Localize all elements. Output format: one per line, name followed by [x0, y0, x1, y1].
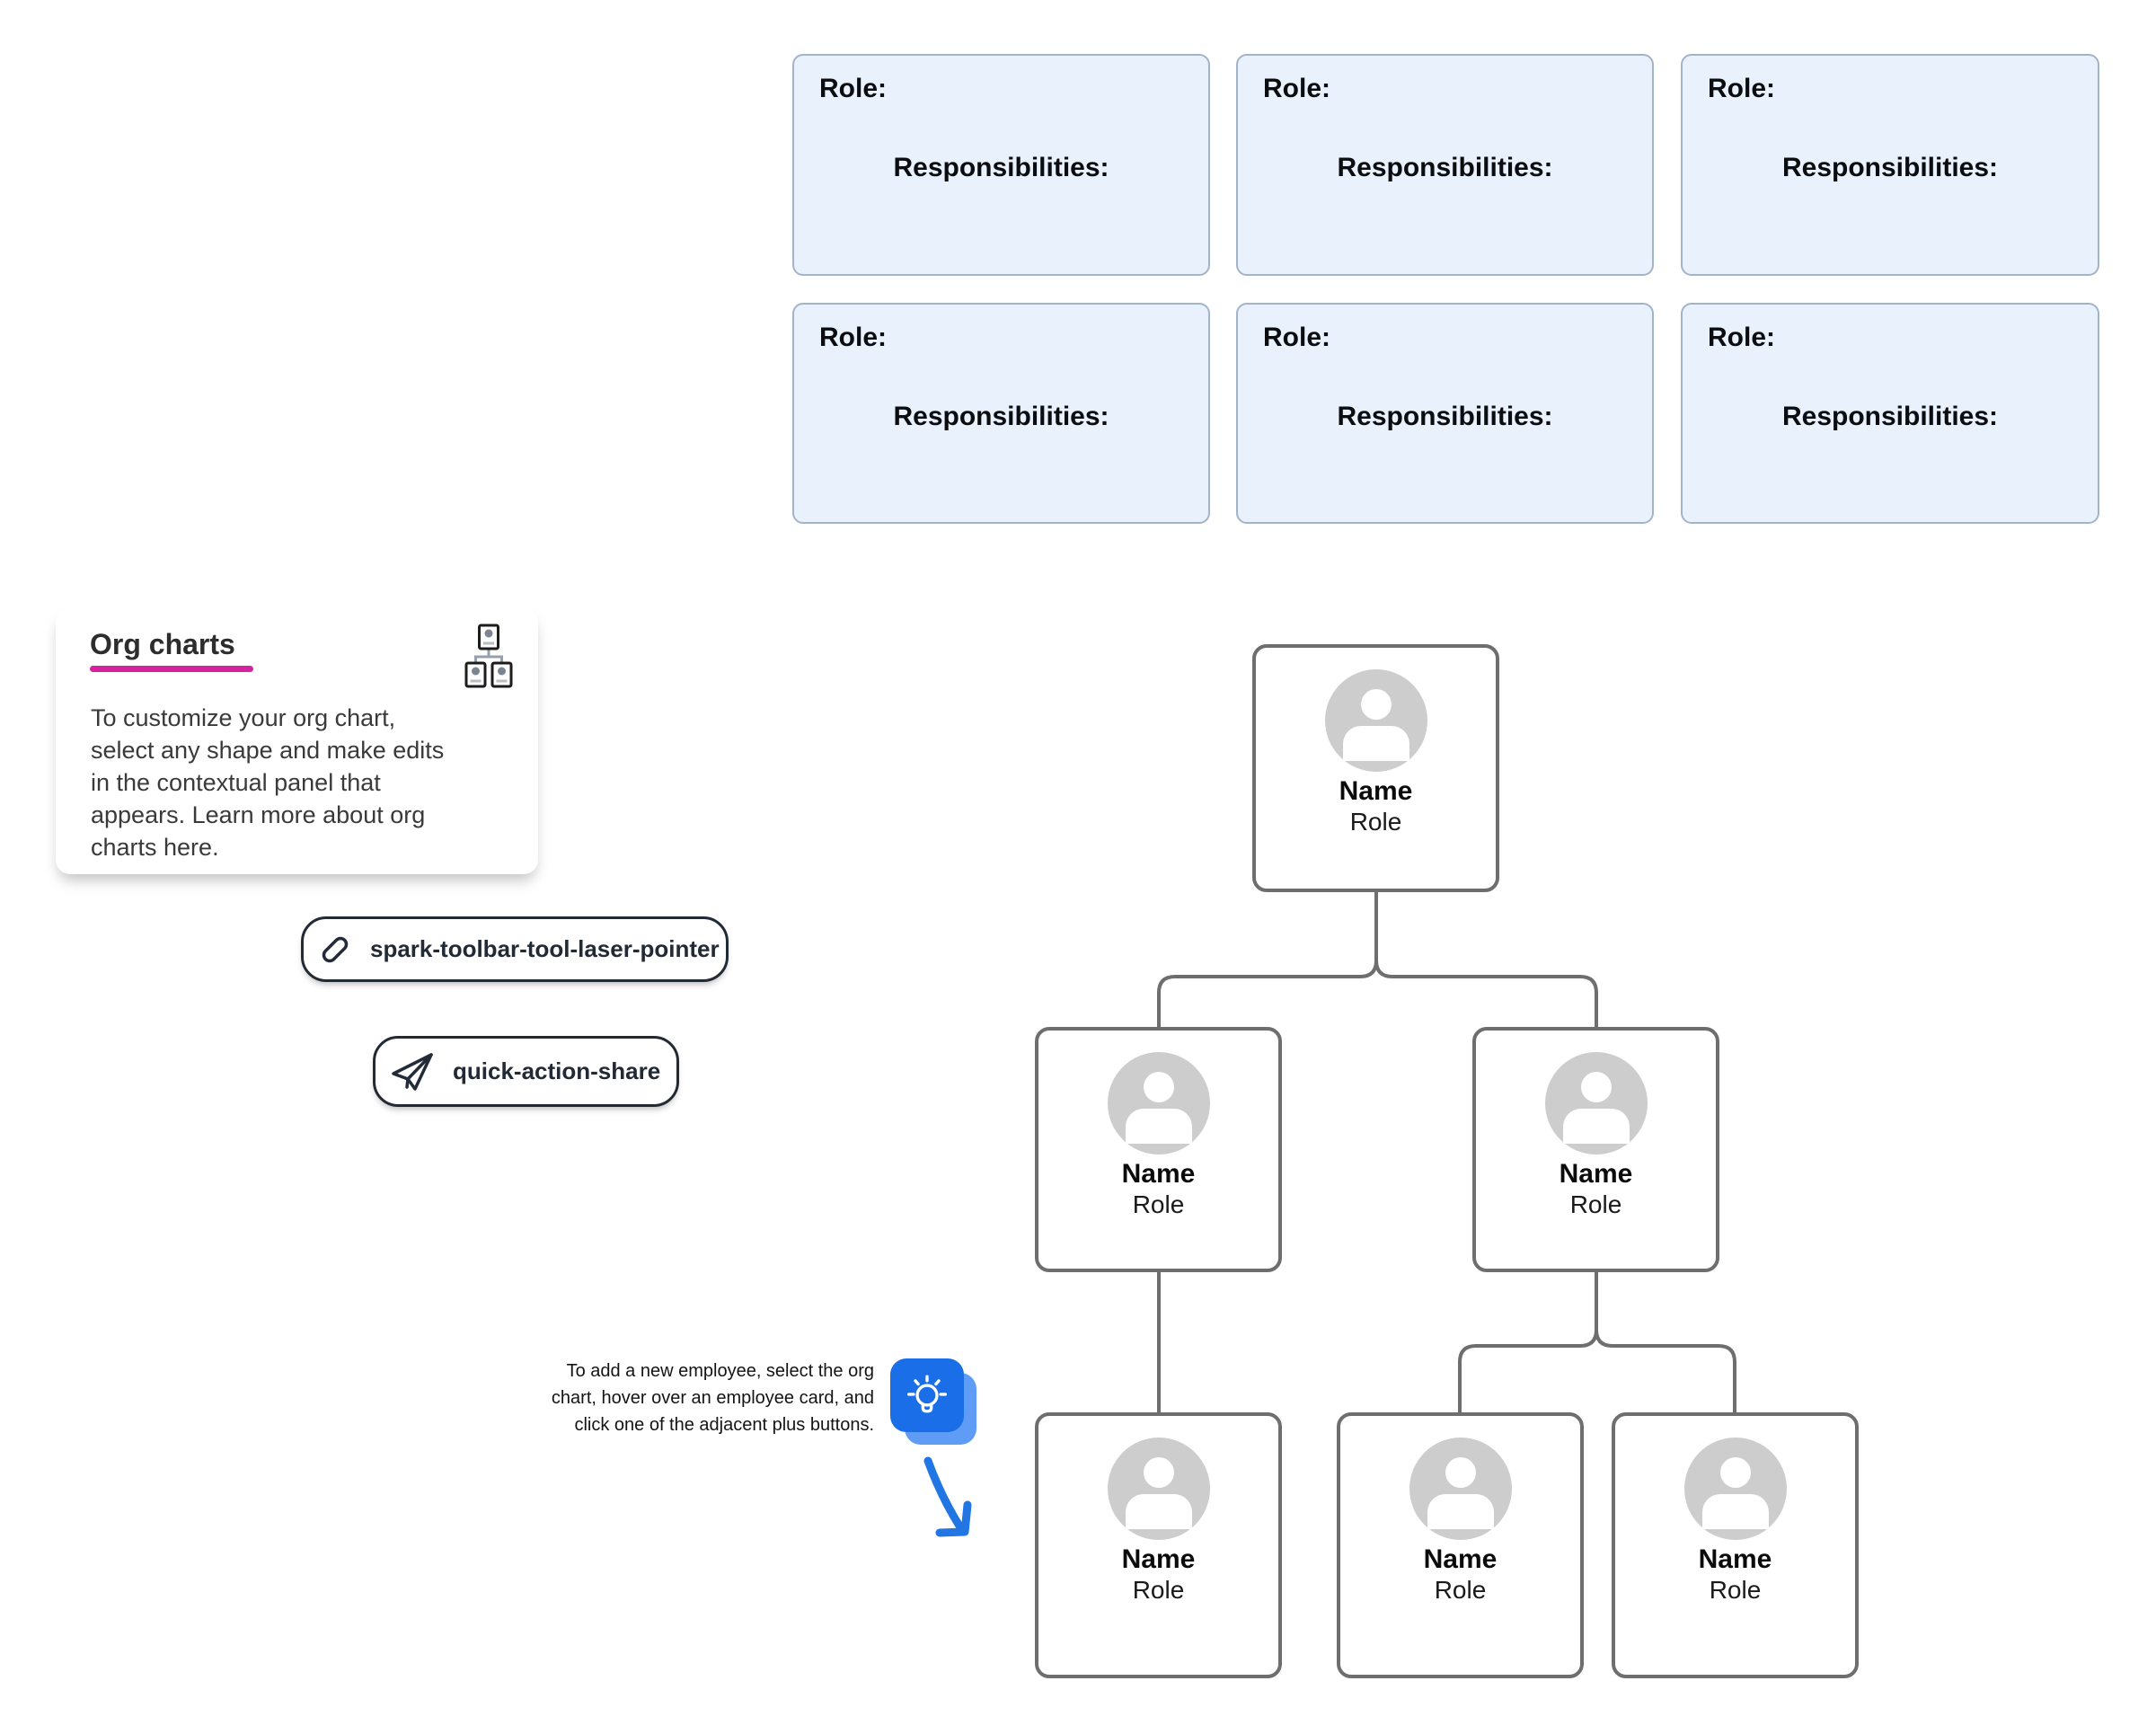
share-quick-action-chip[interactable]: quick-action-share: [373, 1036, 679, 1107]
info-body-line: appears. Learn more about org: [91, 801, 426, 828]
tip-line: click one of the adjacent plus buttons.: [574, 1415, 874, 1435]
org-node-report-middle[interactable]: Name Role: [1337, 1412, 1584, 1678]
role-card[interactable]: Role: Responsibilities:: [792, 54, 1210, 276]
employee-name: Name: [1559, 1159, 1633, 1189]
employee-role: Role: [1709, 1576, 1762, 1604]
employee-role: Role: [1349, 808, 1402, 836]
employee-role: Role: [1132, 1190, 1185, 1218]
info-card-title: Org charts: [90, 628, 235, 660]
employee-name: Name: [1121, 1159, 1196, 1189]
person-avatar-icon: [1107, 1052, 1210, 1155]
role-card[interactable]: Role: Responsibilities:: [1681, 54, 2099, 276]
role-card[interactable]: Role: Responsibilities:: [1236, 54, 1654, 276]
employee-name: Name: [1423, 1544, 1498, 1574]
role-label: Role:: [1708, 323, 1775, 352]
person-avatar-icon: [1324, 669, 1427, 772]
role-label: Role:: [1263, 323, 1330, 352]
pill-label: quick-action-share: [453, 1057, 661, 1084]
tip-line: To add a new employee, select the org: [566, 1361, 874, 1381]
org-charts-info-card[interactable]: Org charts To customiz: [56, 608, 538, 874]
employee-name: Name: [1121, 1544, 1196, 1574]
info-body-line: charts here.: [91, 834, 219, 861]
person-avatar-icon: [1409, 1438, 1512, 1540]
responsibilities-label: Responsibilities:: [1337, 153, 1553, 182]
responsibilities-label: Responsibilities:: [1781, 153, 1999, 182]
employee-name: Name: [1339, 776, 1413, 806]
person-avatar-icon: [1683, 1438, 1787, 1540]
role-label: Role:: [819, 74, 887, 103]
employee-role: Role: [1569, 1190, 1622, 1218]
tip-text: To add a new employee, select the org ch…: [512, 1358, 874, 1438]
org-chart-icon: [464, 623, 513, 694]
org-chart-connector: [1595, 1270, 1736, 1414]
org-chart-connector: [1374, 890, 1598, 1029]
role-card[interactable]: Role: Responsibilities:: [1681, 303, 2099, 524]
lightbulb-icon-front: [890, 1358, 964, 1432]
info-body-line: in the contextual panel that: [91, 769, 381, 796]
laser-pointer-icon: [322, 934, 349, 965]
info-card-body: To customize your org chart, select any …: [91, 702, 444, 863]
responsibilities-label: Responsibilities:: [1337, 402, 1553, 431]
org-node-manager-right[interactable]: Name Role: [1472, 1027, 1719, 1272]
employee-role: Role: [1434, 1576, 1487, 1604]
employee-name: Name: [1698, 1544, 1772, 1574]
info-body-line: To customize your org chart,: [91, 704, 396, 731]
responsibilities-label: Responsibilities:: [893, 402, 1109, 431]
employee-role: Role: [1132, 1576, 1185, 1604]
responsibilities-label: Responsibilities:: [1781, 402, 1999, 431]
org-node-manager-left[interactable]: Name Role: [1035, 1027, 1282, 1272]
role-label: Role:: [1708, 74, 1775, 103]
person-avatar-icon: [1544, 1052, 1648, 1155]
info-body-line: select any shape and make edits: [91, 737, 445, 764]
role-label: Role:: [819, 323, 887, 352]
paper-plane-icon: [390, 1052, 435, 1092]
pill-label: spark-toolbar-tool-laser-pointer: [370, 935, 720, 962]
role-label: Role:: [1263, 74, 1330, 103]
person-avatar-icon: [1107, 1438, 1210, 1540]
laser-pointer-tool-chip[interactable]: spark-toolbar-tool-laser-pointer: [301, 916, 729, 982]
org-node-report-right[interactable]: Name Role: [1612, 1412, 1859, 1678]
org-chart-connector: [1458, 1270, 1598, 1414]
org-chart-connector: [1157, 890, 1378, 1029]
title-underline: [90, 666, 253, 672]
tip-line: chart, hover over an employee card, and: [551, 1388, 874, 1408]
lightbulb-icon: [890, 1358, 980, 1448]
org-node-report-left[interactable]: Name Role: [1035, 1412, 1282, 1678]
responsibilities-label: Responsibilities:: [893, 153, 1109, 182]
role-card[interactable]: Role: Responsibilities:: [1236, 303, 1654, 524]
org-node-root[interactable]: Name Role: [1252, 644, 1499, 892]
role-card[interactable]: Role: Responsibilities:: [792, 303, 1210, 524]
